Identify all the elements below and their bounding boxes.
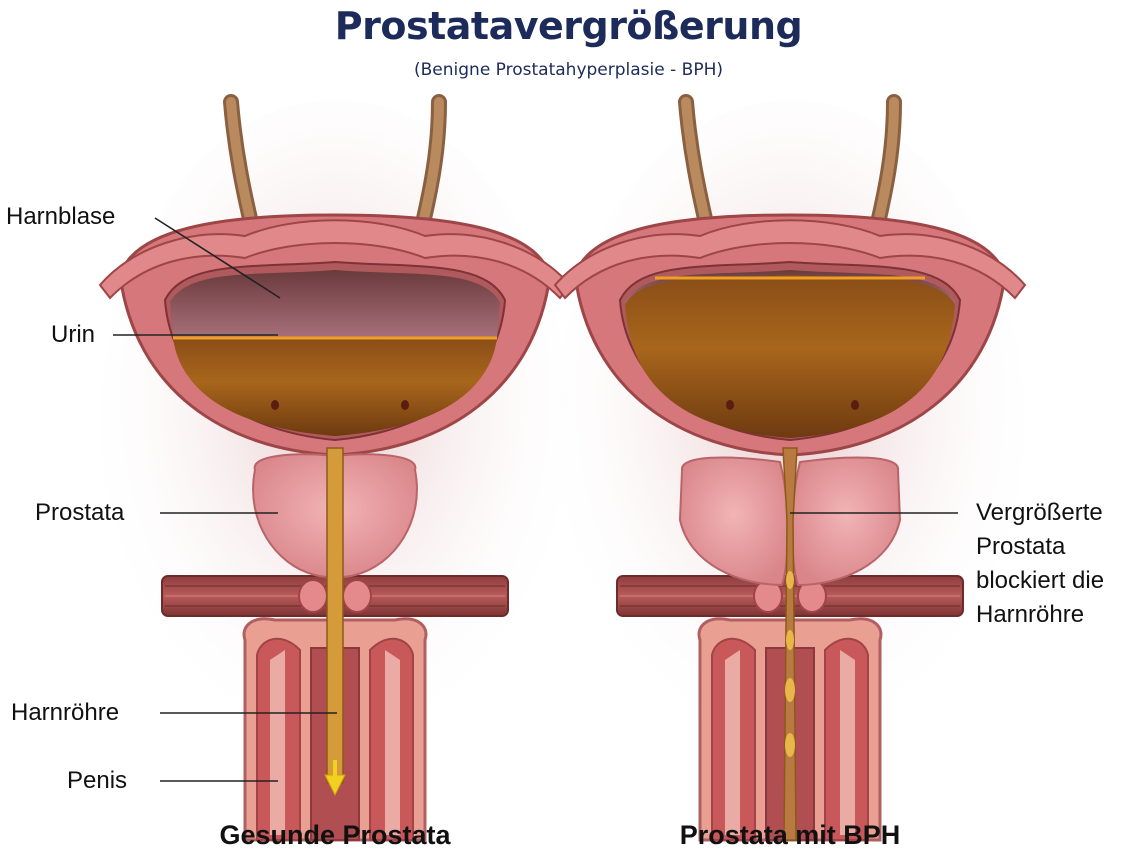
label-bph-line2: Prostata <box>976 532 1065 562</box>
urine-stream <box>327 448 343 783</box>
label-bph-line4: Harnröhre <box>976 600 1084 630</box>
healthy-figure <box>100 100 570 840</box>
label-penis: Penis <box>67 766 127 796</box>
label-bph-line1: Vergrößerte <box>976 498 1103 528</box>
label-urin: Urin <box>51 320 95 350</box>
caption-bph: Prostata mit BPH <box>630 820 950 851</box>
label-harnroehre: Harnröhre <box>11 698 119 728</box>
label-prostata: Prostata <box>35 498 124 528</box>
label-bph-line3: blockiert die <box>976 566 1104 596</box>
label-harnblase: Harnblase <box>6 202 115 232</box>
caption-healthy: Gesunde Prostata <box>175 820 495 851</box>
bph-figure <box>555 100 1025 840</box>
